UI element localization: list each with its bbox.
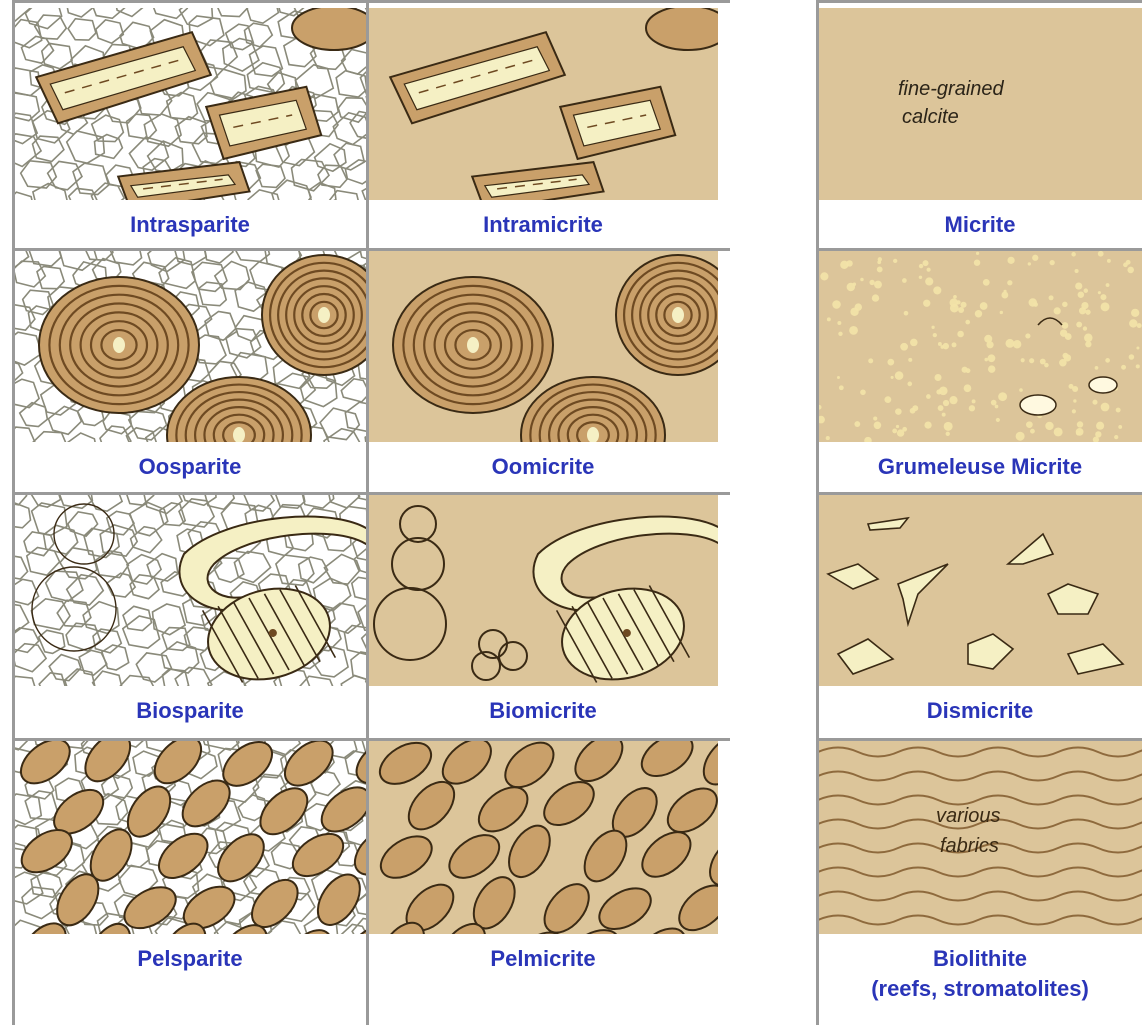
grid-line-vertical: [366, 0, 369, 1025]
panel-biosparite: Biosparite: [14, 494, 366, 736]
grid-line-horizontal: [816, 248, 1142, 251]
panel-intrasparite: Intrasparite: [14, 8, 366, 250]
panel-dismicrite-texture: [818, 494, 1142, 686]
panel-biolithite-note-line: fabrics: [940, 835, 999, 858]
panel-biomicrite-texture: [368, 494, 718, 686]
panel-oomicrite-texture: [368, 250, 718, 442]
grid-line-horizontal: [816, 738, 1142, 741]
panel-intramicrite: Intramicrite: [368, 8, 718, 250]
panel-oosparite-label: Oosparite: [14, 454, 366, 480]
panel-grumeleuse-texture: [818, 250, 1142, 442]
panel-grumeleuse: Grumeleuse Micrite: [818, 250, 1142, 492]
panel-biosparite-texture: [14, 494, 366, 686]
panel-biolithite-note-line: various: [936, 805, 1000, 828]
panel-micrite: fine-grained calciteMicrite: [818, 8, 1142, 250]
grid-line-horizontal: [12, 248, 730, 251]
panel-intramicrite-texture: [368, 8, 718, 200]
panel-micrite-label: Micrite: [818, 212, 1142, 238]
grid-line-vertical: [12, 0, 15, 1025]
panel-grumeleuse-label: Grumeleuse Micrite: [818, 454, 1142, 480]
grid-line-horizontal: [12, 738, 730, 741]
panel-biolithite-sublabel: (reefs, stromatolites): [818, 976, 1142, 1002]
panel-pelsparite-label: Pelsparite: [14, 946, 366, 972]
panel-biosparite-label: Biosparite: [14, 698, 366, 724]
grid-line-horizontal: [816, 0, 1142, 3]
panel-micrite-note-line: calcite: [902, 106, 959, 129]
panel-intrasparite-label: Intrasparite: [14, 212, 366, 238]
grid-line-horizontal: [816, 492, 1142, 495]
grid-line-vertical: [816, 0, 819, 1025]
panel-biomicrite: Biomicrite: [368, 494, 718, 736]
panel-pelsparite-texture: [14, 740, 366, 934]
grid-line-horizontal: [12, 0, 730, 3]
panel-biolithite: various fabricsBiolithite (reefs, stromato…: [818, 740, 1142, 1029]
panel-micrite-note-line: fine-grained: [898, 78, 1004, 101]
panel-pelmicrite-label: Pelmicrite: [368, 946, 718, 972]
panel-pelsparite: Pelsparite: [14, 740, 366, 1029]
grid-line-horizontal: [12, 492, 730, 495]
panel-intramicrite-label: Intramicrite: [368, 212, 718, 238]
panel-biolithite-label: Biolithite: [818, 946, 1142, 972]
panel-oosparite: Oosparite: [14, 250, 366, 492]
panel-oosparite-texture: [14, 250, 366, 442]
panel-dismicrite: Dismicrite: [818, 494, 1142, 736]
panel-oomicrite: Oomicrite: [368, 250, 718, 492]
panel-pelmicrite: Pelmicrite: [368, 740, 718, 1029]
panel-biomicrite-label: Biomicrite: [368, 698, 718, 724]
panel-oomicrite-label: Oomicrite: [368, 454, 718, 480]
panel-micrite-texture: [818, 8, 1142, 200]
panel-intrasparite-texture: [14, 8, 366, 200]
panel-pelmicrite-texture: [368, 740, 718, 934]
panel-dismicrite-label: Dismicrite: [818, 698, 1142, 724]
